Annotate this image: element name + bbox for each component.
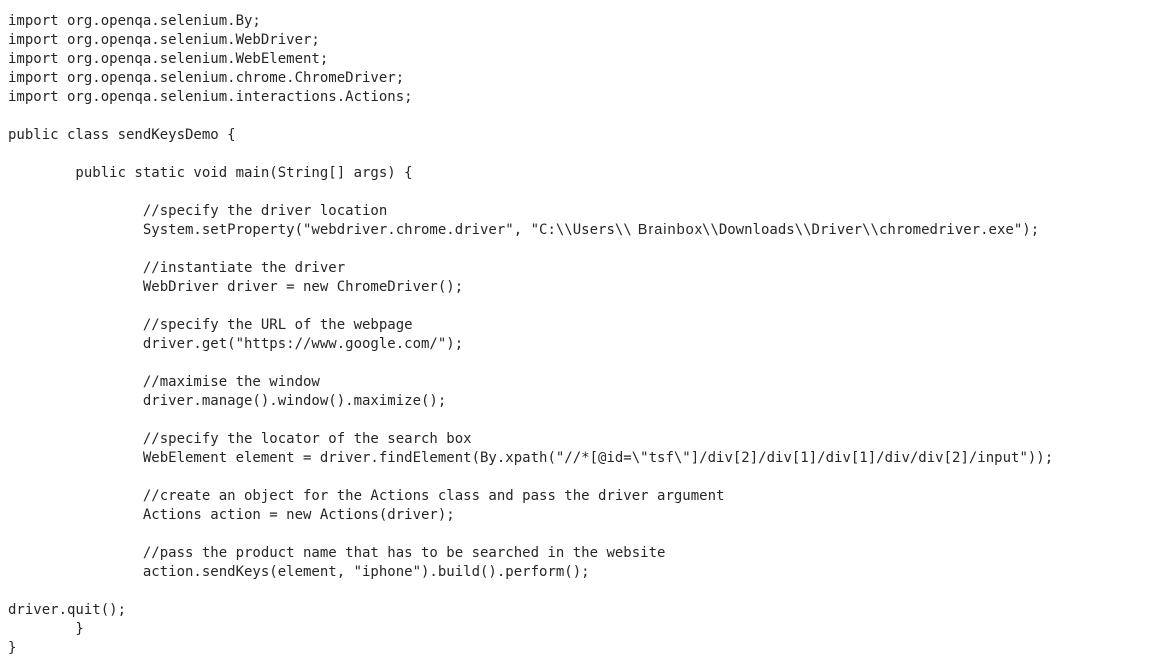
username-text: Brainbox <box>637 222 703 238</box>
code-line-blank <box>8 183 1149 202</box>
code-line: } <box>8 639 1149 658</box>
code-text: //specify the driver location <box>8 203 388 219</box>
code-text: } <box>8 640 17 656</box>
code-text: //specify the URL of the webpage <box>8 317 413 333</box>
code-line-blank <box>8 525 1149 544</box>
code-text: action.sendKeys(element, "iphone").build… <box>8 564 590 580</box>
code-text: //instantiate the driver <box>8 260 346 276</box>
code-text: import org.openqa.selenium.WebDriver; <box>8 32 320 48</box>
code-line: //pass the product name that has to be s… <box>8 544 1149 563</box>
code-text: driver.manage().window().maximize(); <box>8 393 447 409</box>
code-line: System.setProperty("webdriver.chrome.dri… <box>8 221 1149 240</box>
code-text: public static void main(String[] args) { <box>8 165 413 181</box>
code-line: import org.openqa.selenium.interactions.… <box>8 88 1149 107</box>
code-line: //create an object for the Actions class… <box>8 487 1149 506</box>
code-text: //create an object for the Actions class… <box>8 488 725 504</box>
code-text: Actions action = new Actions(driver); <box>8 507 455 523</box>
code-line: //instantiate the driver <box>8 259 1149 278</box>
code-line: //maximise the window <box>8 373 1149 392</box>
code-line-blank <box>8 145 1149 164</box>
code-line-blank <box>8 107 1149 126</box>
code-line: Actions action = new Actions(driver); <box>8 506 1149 525</box>
code-line: action.sendKeys(element, "iphone").build… <box>8 563 1149 582</box>
code-listing: import org.openqa.selenium.By; import org… <box>8 12 1149 658</box>
code-line: driver.quit(); <box>8 601 1149 620</box>
code-text: //specify the locator of the search box <box>8 431 472 447</box>
code-line: import org.openqa.selenium.By; <box>8 12 1149 31</box>
code-text: driver.quit(); <box>8 602 127 618</box>
code-text: import org.openqa.selenium.chrome.Chrome… <box>8 70 405 86</box>
code-line-blank <box>8 240 1149 259</box>
code-line-blank <box>8 297 1149 316</box>
code-line-blank <box>8 468 1149 487</box>
code-text: \\Downloads\\Driver\\chromedriver.exe"); <box>701 222 1040 238</box>
code-text: import org.openqa.selenium.WebElement; <box>8 51 329 67</box>
code-text: driver.get("https://www.google.com/"); <box>8 336 464 352</box>
code-line: WebDriver driver = new ChromeDriver(); <box>8 278 1149 297</box>
code-line: } <box>8 620 1149 639</box>
code-line: import org.openqa.selenium.WebDriver; <box>8 31 1149 50</box>
code-text: public class sendKeysDemo { <box>8 127 236 143</box>
code-line: import org.openqa.selenium.chrome.Chrome… <box>8 69 1149 88</box>
code-text: import org.openqa.selenium.interactions.… <box>8 89 413 105</box>
code-line: public class sendKeysDemo { <box>8 126 1149 145</box>
code-text: } <box>8 621 84 637</box>
code-line: driver.get("https://www.google.com/"); <box>8 335 1149 354</box>
code-text: //maximise the window <box>8 374 320 390</box>
code-line-blank <box>8 354 1149 373</box>
code-text: WebElement element = driver.findElement(… <box>8 450 1054 466</box>
code-line-blank <box>8 582 1149 601</box>
code-line: import org.openqa.selenium.WebElement; <box>8 50 1149 69</box>
code-text: System.setProperty("webdriver.chrome.dri… <box>8 222 632 238</box>
code-line: //specify the driver location <box>8 202 1149 221</box>
code-line: //specify the URL of the webpage <box>8 316 1149 335</box>
code-line: public static void main(String[] args) { <box>8 164 1149 183</box>
code-line: //specify the locator of the search box <box>8 430 1149 449</box>
code-line-blank <box>8 411 1149 430</box>
code-line: driver.manage().window().maximize(); <box>8 392 1149 411</box>
code-text: //pass the product name that has to be s… <box>8 545 666 561</box>
code-text: WebDriver driver = new ChromeDriver(); <box>8 279 464 295</box>
code-line: WebElement element = driver.findElement(… <box>8 449 1149 468</box>
code-text: import org.openqa.selenium.By; <box>8 13 261 29</box>
